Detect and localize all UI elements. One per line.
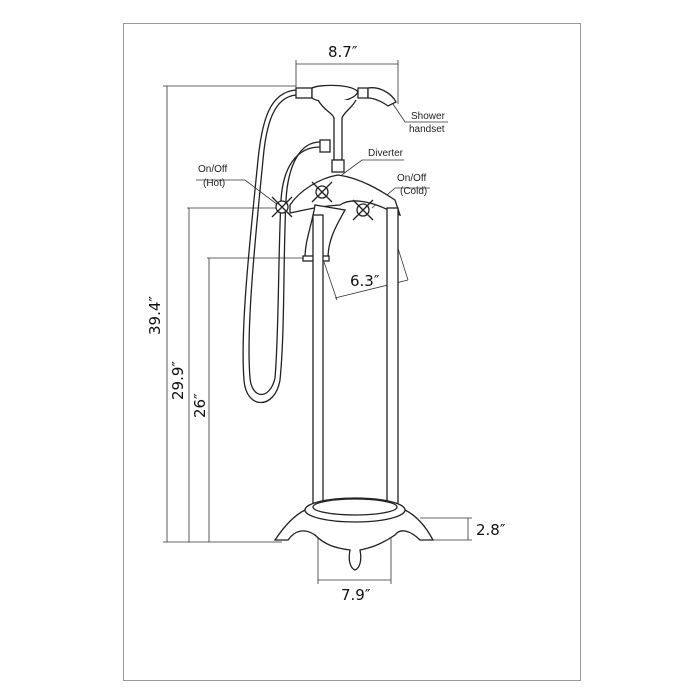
diverter-handle xyxy=(311,181,333,203)
label-handset: handset xyxy=(409,124,445,135)
label-cold: (Cold) xyxy=(400,186,427,197)
label-hot-onoff: On/Off xyxy=(198,164,227,175)
drawing-border xyxy=(123,23,581,681)
dim-spout-reach: 6.3″ xyxy=(350,272,380,290)
cross-handles xyxy=(271,181,374,221)
dim-total-height: 39.4″ xyxy=(146,296,164,335)
label-shower: Shower xyxy=(411,111,446,122)
dim-spout-height: 26″ xyxy=(191,393,209,418)
cold-handle xyxy=(352,199,374,221)
shower-handset xyxy=(295,84,397,161)
hot-handle xyxy=(271,196,293,218)
dim-handle-height: 29.9″ xyxy=(169,361,187,400)
dim-base-height: 2.8″ xyxy=(476,521,506,539)
claw-foot-base xyxy=(273,497,435,571)
dim-base-width: 7.9″ xyxy=(341,586,371,604)
shower-hose xyxy=(242,89,321,404)
label-hot: (Hot) xyxy=(203,178,225,189)
mixer-body xyxy=(289,159,402,262)
label-diverter: Diverter xyxy=(368,148,404,159)
label-cold-onoff: On/Off xyxy=(397,173,426,184)
dim-handset-width: 8.7″ xyxy=(328,43,358,61)
